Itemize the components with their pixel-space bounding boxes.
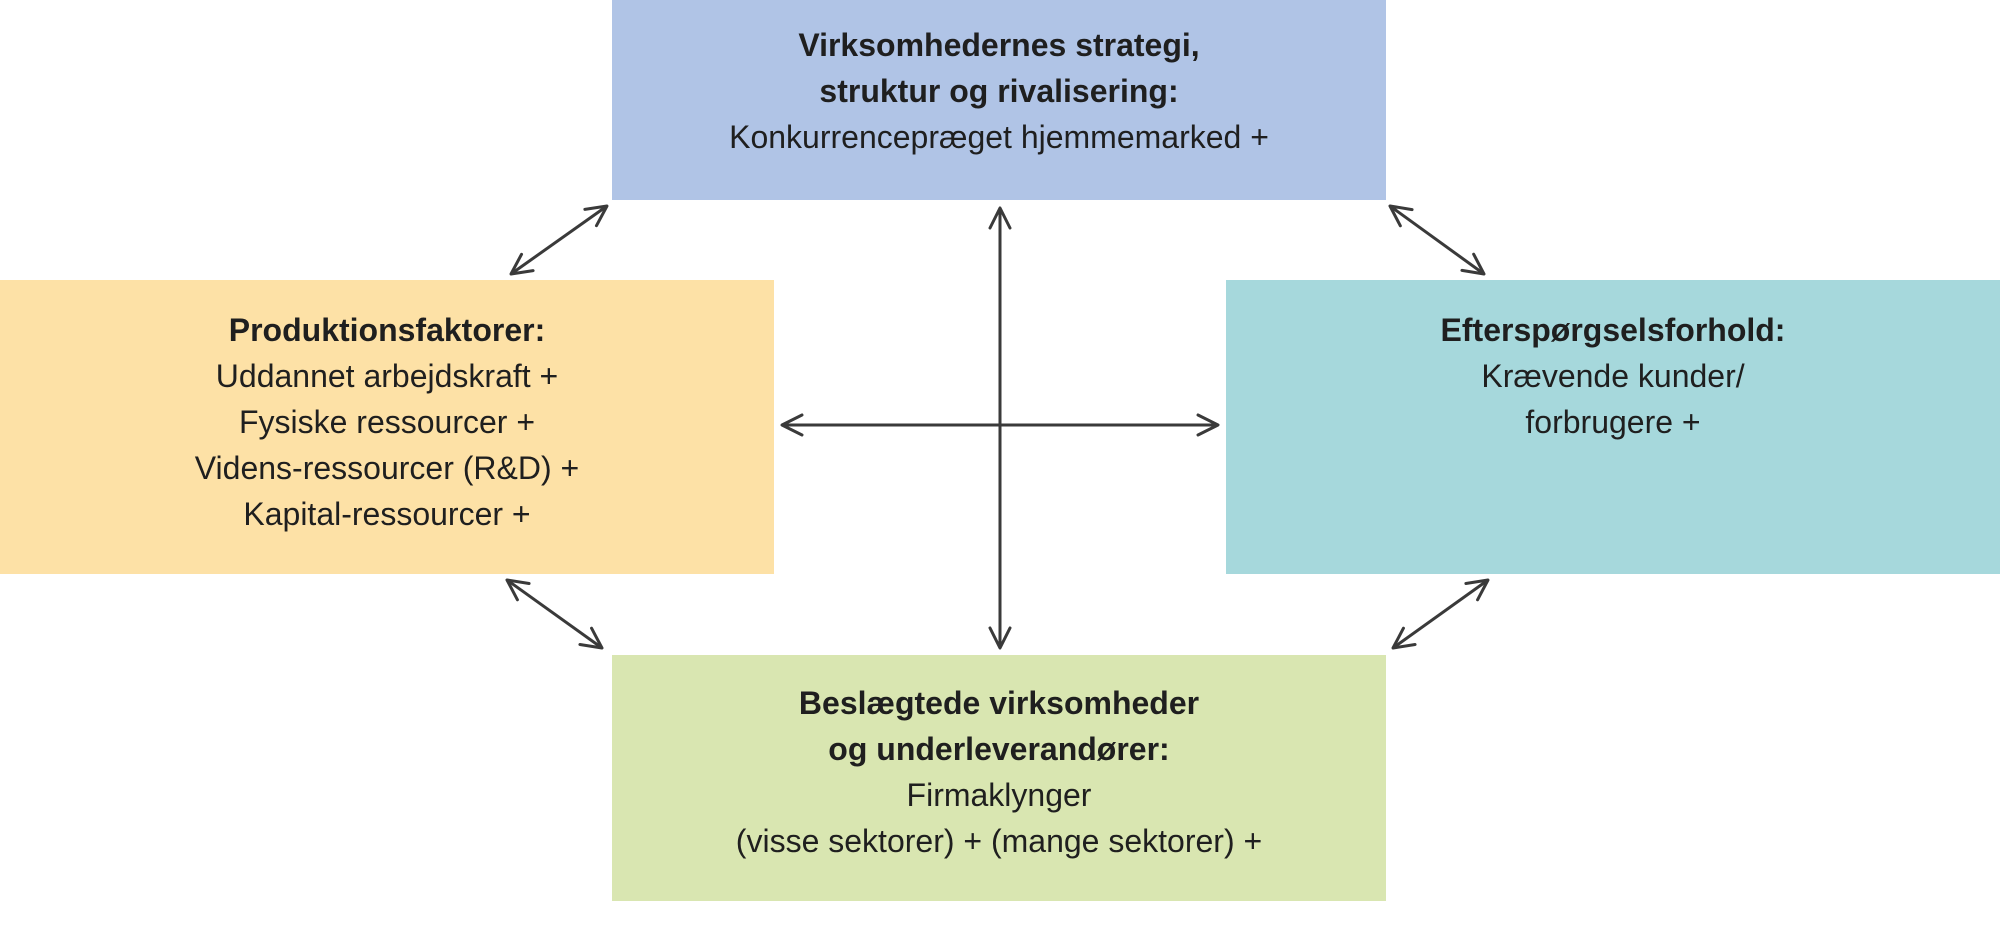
box-text-line: Konkurrencepræget hjemmemarked + <box>729 119 1269 155</box>
box-title-line: og underleverandører: <box>828 731 1170 767</box>
box-text-line: Fysiske ressourcer + <box>238 404 536 440</box>
box-title-line: Produktionsfaktorer: <box>228 312 546 348</box>
arrow-top-right <box>1388 204 1486 276</box>
box-title-line: struktur og rivalisering: <box>819 73 1179 109</box>
box-text-line: Krævende kunder/ <box>1481 358 1745 394</box>
box-text-line: Videns-ressourcer (R&D) + <box>194 450 580 486</box>
box-title-line: Beslægtede virksomheder <box>798 685 1200 721</box>
box-title-line: Virksomhedernes strategi, <box>798 27 1200 63</box>
box-title-line: Efterspørgselsforhold: <box>1440 312 1786 348</box>
arrow-right-bottom <box>1391 578 1490 650</box>
box-text-line: forbrugere + <box>1525 404 1701 440</box>
arrow-top-left <box>509 204 609 276</box>
box-strategy-structure-rivalry: Virksomhedernes strategi, struktur og ri… <box>612 0 1386 200</box>
box-text-line: (visse sektorer) + (mange sektorer) + <box>735 823 1263 859</box>
box-text-line: Uddannet arbejdskraft + <box>215 358 559 394</box>
box-related-supporting-industries: Beslægtede virksomheder og underleverand… <box>612 655 1386 901</box>
box-demand-conditions: Efterspørgselsforhold: Krævende kunder/ … <box>1226 280 2000 574</box>
box-production-factors: Produktionsfaktorer: Uddannet arbejdskra… <box>0 280 774 574</box>
box-text-line: Kapital-ressourcer + <box>243 496 531 532</box>
box-text-line: Firmaklynger <box>906 777 1092 813</box>
arrow-left-bottom <box>505 578 604 650</box>
